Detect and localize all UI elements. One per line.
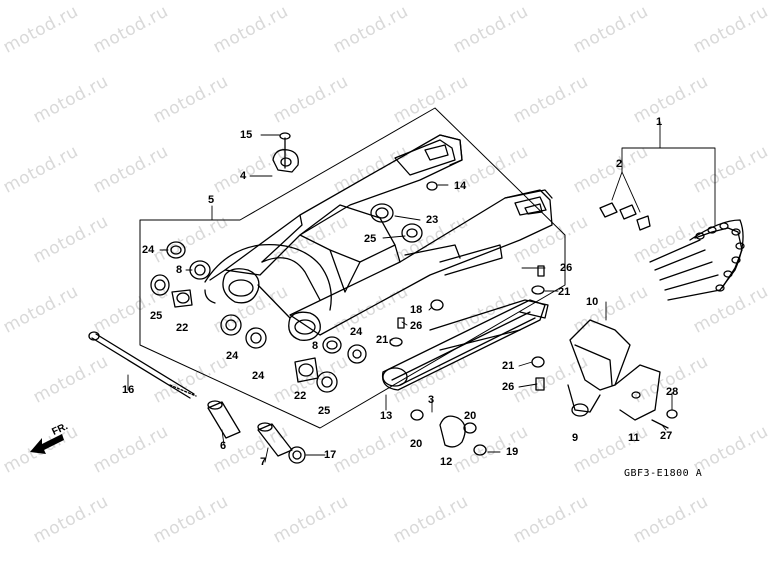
part-label-18: 18 (410, 304, 423, 316)
left-bearings (150, 241, 267, 349)
master-link (599, 202, 651, 231)
part-label-12: 12 (440, 456, 453, 468)
part-label-5: 5 (208, 194, 215, 206)
part-label-2: 2 (616, 158, 623, 170)
part-label-6: 6 (220, 440, 227, 452)
part-label-16: 16 (122, 384, 135, 396)
part-label-27: 27 (660, 430, 673, 442)
part-label-7: 7 (260, 456, 267, 468)
part-label-8a: 8 (176, 264, 183, 276)
part-label-21a: 21 (558, 286, 571, 298)
part-label-24a: 24 (142, 244, 155, 256)
collars (207, 400, 306, 464)
drawing-code: GBF3-E1800 A (624, 468, 703, 479)
part-label-14: 14 (454, 180, 467, 192)
part-label-13: 13 (380, 410, 393, 422)
part-label-20a: 20 (410, 438, 423, 450)
part-label-22b: 22 (294, 390, 307, 402)
part-label-25a: 25 (150, 310, 163, 322)
part-label-19: 19 (506, 446, 519, 458)
part-label-8b: 8 (312, 340, 319, 352)
swingarm-body (204, 134, 553, 341)
part-label-17: 17 (324, 449, 337, 461)
upper-bushings (370, 203, 423, 243)
part-label-3: 3 (428, 394, 435, 406)
part-label-24b: 24 (226, 350, 239, 362)
part-label-21b: 21 (376, 334, 389, 346)
part-label-24c: 24 (252, 370, 265, 382)
part-label-15: 15 (240, 129, 253, 141)
part-label-22a: 22 (176, 322, 189, 334)
chain-slider (381, 299, 549, 391)
part-label-26c: 26 (502, 381, 515, 393)
chain-guide (567, 319, 661, 421)
drive-chain (649, 219, 745, 301)
part-label-4: 4 (240, 170, 247, 182)
group-box-outline (139, 107, 566, 429)
part-label-25b: 25 (364, 233, 377, 245)
part-label-24d: 24 (350, 326, 363, 338)
pivot-bolt (88, 331, 197, 399)
part-label-23: 23 (426, 214, 439, 226)
part-label-21c: 21 (502, 360, 515, 372)
front-direction-arrow-icon (30, 434, 64, 454)
part-label-11: 11 (628, 432, 640, 444)
part-label-10: 10 (586, 296, 599, 308)
leader-lines (127, 121, 716, 463)
part-label-26b: 26 (410, 320, 423, 332)
part-label-20b: 20 (464, 410, 477, 422)
right-bearings (294, 336, 367, 393)
part-label-25c: 25 (318, 405, 331, 417)
part-label-28: 28 (666, 386, 679, 398)
part-label-26a: 26 (560, 262, 573, 274)
part-label-1: 1 (656, 116, 663, 128)
part-label-9: 9 (572, 432, 579, 444)
